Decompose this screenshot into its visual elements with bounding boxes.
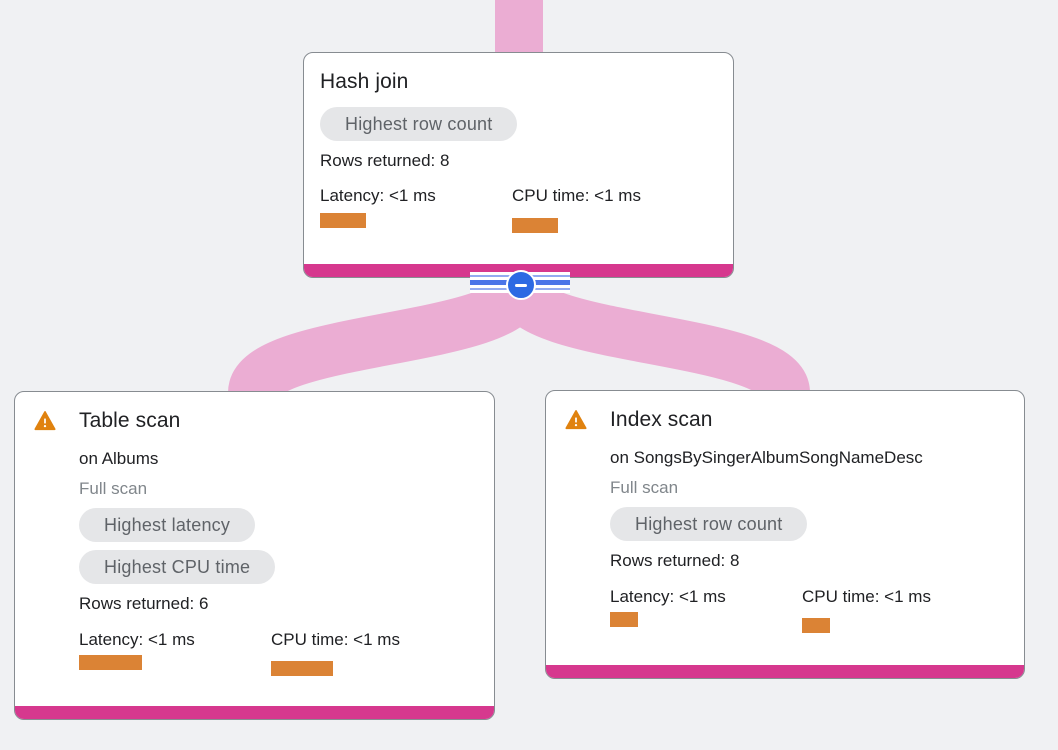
rows-returned: Rows returned: 8: [320, 151, 450, 170]
cpu-bar: [512, 218, 558, 233]
badge-highest-cpu-time: Highest CPU time: [79, 550, 276, 584]
node-title: Index scan: [610, 408, 713, 431]
cpu-metric: CPU time: <1 ms: [512, 185, 717, 233]
latency-bar: [320, 213, 366, 228]
node-subtitle: on Albums: [79, 449, 159, 468]
scan-type: Full scan: [79, 479, 148, 498]
collapse-button[interactable]: [506, 270, 536, 300]
node-accent-bar: [546, 665, 1024, 678]
latency-metric: Latency: <1 ms: [610, 586, 802, 633]
cpu-label: CPU time: <1 ms: [271, 630, 400, 649]
node-title: Table scan: [79, 409, 181, 432]
cpu-label: CPU time: <1 ms: [512, 186, 641, 205]
node-title: Hash join: [320, 70, 409, 93]
cpu-metric: CPU time: <1 ms: [802, 586, 1008, 633]
edge-to-table-scan: [228, 278, 545, 401]
cpu-bar: [271, 661, 333, 676]
latency-label: Latency: <1 ms: [320, 186, 436, 205]
latency-metric: Latency: <1 ms: [79, 629, 271, 676]
node-index-scan[interactable]: Index scan on SongsBySingerAlbumSongName…: [545, 390, 1025, 679]
rows-returned: Rows returned: 8: [610, 551, 740, 570]
rows-returned: Rows returned: 6: [79, 594, 209, 613]
latency-label: Latency: <1 ms: [79, 630, 195, 649]
node-accent-bar: [15, 706, 494, 719]
cpu-label: CPU time: <1 ms: [802, 587, 931, 606]
cpu-metric: CPU time: <1 ms: [271, 629, 478, 676]
node-table-scan[interactable]: Table scan on Albums Full scan Highest l…: [14, 391, 495, 720]
edge-to-index-scan: [494, 278, 810, 401]
warning-icon: [34, 410, 56, 432]
latency-bar: [610, 612, 638, 627]
badge-highest-row-count: Highest row count: [320, 107, 518, 141]
cpu-bar: [802, 618, 830, 633]
warning-icon: [565, 409, 587, 431]
badge-highest-latency: Highest latency: [79, 508, 256, 542]
badge-highest-row-count: Highest row count: [610, 507, 808, 541]
latency-bar: [79, 655, 142, 670]
minus-circle-icon: [515, 283, 527, 287]
edge-from-parent: [495, 0, 543, 60]
latency-label: Latency: <1 ms: [610, 587, 726, 606]
node-hash-join[interactable]: Hash join Highest row count Rows returne…: [303, 52, 734, 278]
latency-metric: Latency: <1 ms: [320, 185, 512, 233]
node-subtitle: on SongsBySingerAlbumSongNameDesc: [610, 448, 923, 467]
scan-type: Full scan: [610, 478, 679, 497]
